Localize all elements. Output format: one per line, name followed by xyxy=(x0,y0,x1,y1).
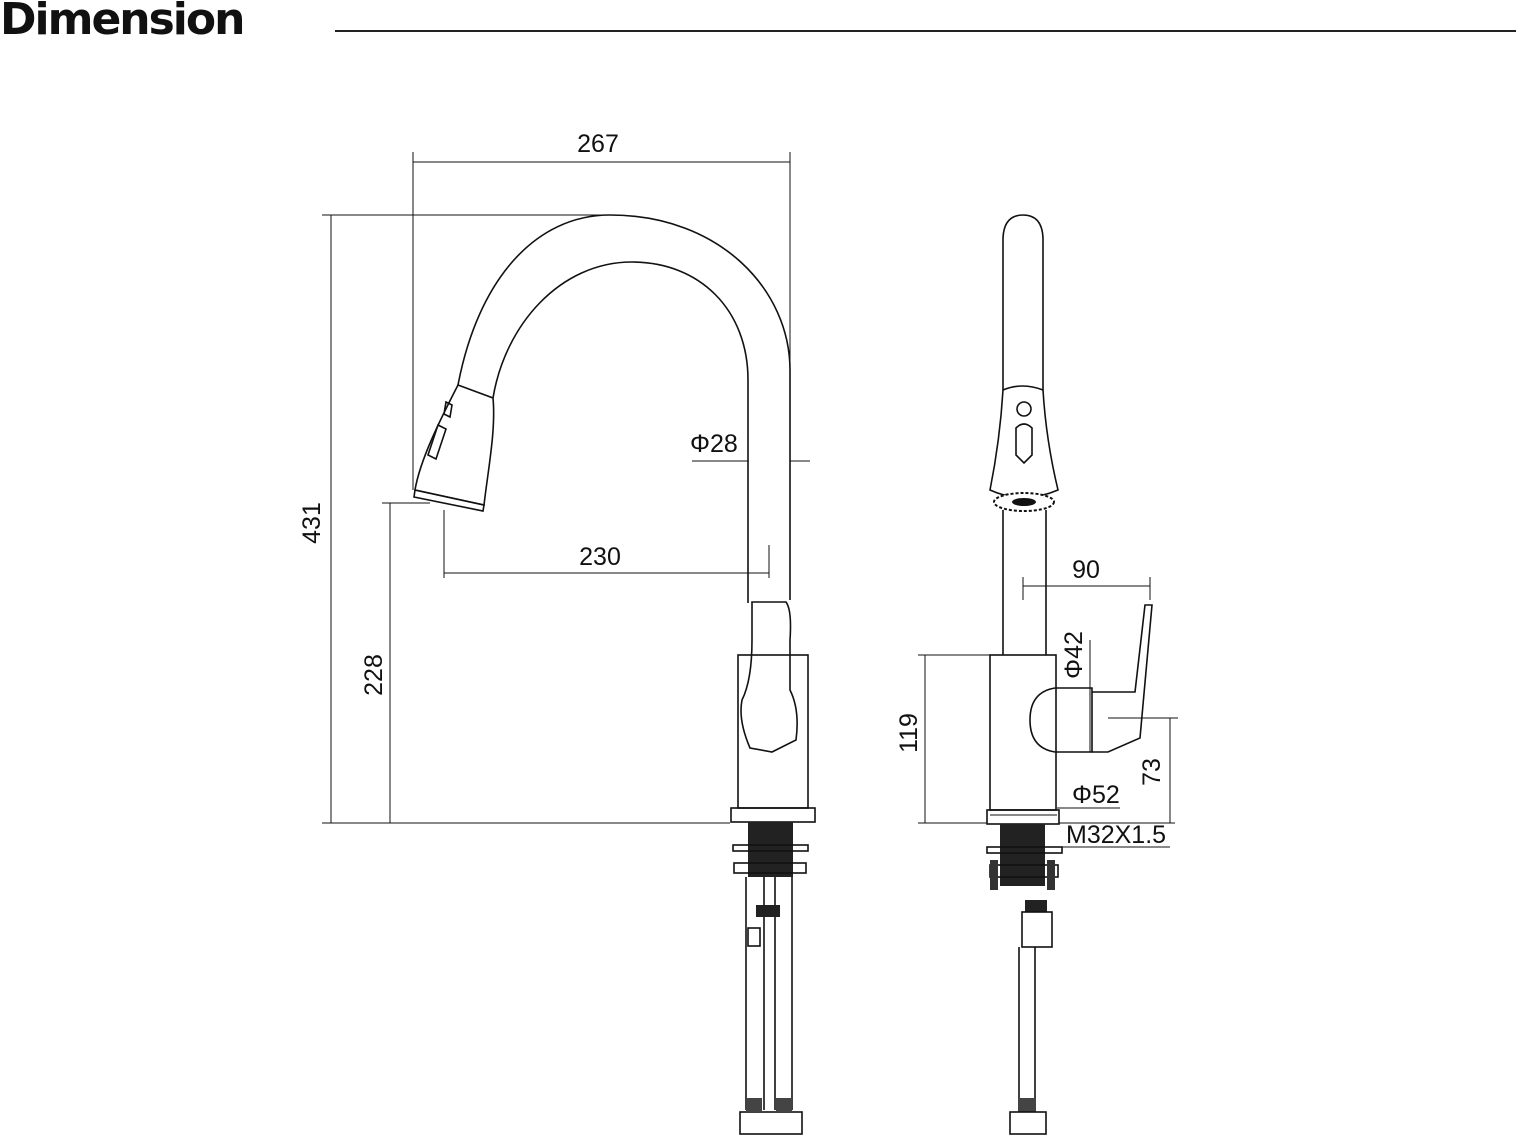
dim-thread: M32X1.5 xyxy=(1066,821,1166,849)
spout-inner xyxy=(492,261,749,603)
spout-outer xyxy=(457,214,791,600)
page-title: Dimension xyxy=(0,0,245,45)
front-view xyxy=(986,214,1153,1135)
side-view xyxy=(413,214,816,1135)
dim-spout-reach: 230 xyxy=(579,543,621,571)
handle xyxy=(740,601,798,753)
dim-handle-reach: 90 xyxy=(1072,556,1100,584)
dim-handle-height: 73 xyxy=(1138,758,1166,786)
dimension-lines xyxy=(322,152,1178,848)
dim-overall-height: 431 xyxy=(298,502,326,544)
dim-spout-diameter: Φ28 xyxy=(690,430,738,458)
dim-body-height: 119 xyxy=(895,713,923,753)
spray-face xyxy=(413,489,485,512)
dim-spout-height: 228 xyxy=(360,654,388,696)
dim-overall-reach: 267 xyxy=(577,130,619,158)
dim-base-diameter: Φ52 xyxy=(1072,781,1120,809)
dim-handle-diameter: Φ42 xyxy=(1060,631,1088,679)
pull-down-head xyxy=(414,384,495,506)
title-divider xyxy=(335,30,1516,32)
